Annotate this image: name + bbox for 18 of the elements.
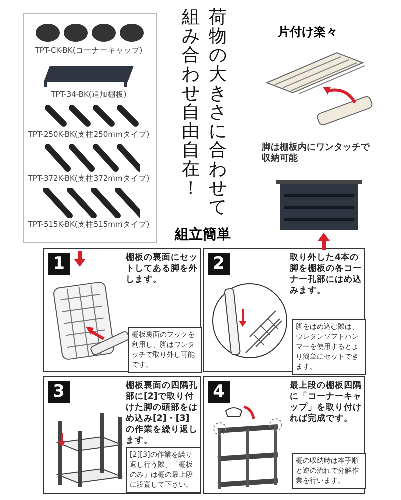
storage-note-text: 脚は棚板内にワンタッチで収納可能 <box>262 143 370 165</box>
step-panel <box>43 376 201 494</box>
instruction-text: 棚板裏面の四隅孔部に[2]で取り付けた脚の頭部をはめ込み[2]・[3]の作業を繰り返します。 <box>126 381 198 447</box>
step-panel <box>203 376 365 494</box>
instruction-text: 取り外した4本の脚を棚板の各コーナー孔部にはめ込みます。 <box>290 253 362 297</box>
step-number: 2 <box>208 253 230 275</box>
parts-panel <box>23 13 157 243</box>
vertical-title: 荷物の大きさに合わせて <box>208 8 228 217</box>
step-panel <box>43 248 201 372</box>
instruction-text: 棚板の裏面にセットしてある脚を外します。 <box>126 253 198 286</box>
step-number: 1 <box>48 253 70 275</box>
heading-text: 片付け楽々 <box>278 24 338 41</box>
step-number: 3 <box>48 381 70 403</box>
section-heading: 組立簡単 <box>175 226 231 244</box>
step-number: 4 <box>208 381 230 403</box>
step-panel <box>203 248 365 372</box>
vertical-title: 組み合わせ自由自在！ <box>181 8 201 198</box>
instruction-text: 最上段の棚板四隅に「コーナーキャップ」を取り付ければ完成です。 <box>290 381 362 425</box>
